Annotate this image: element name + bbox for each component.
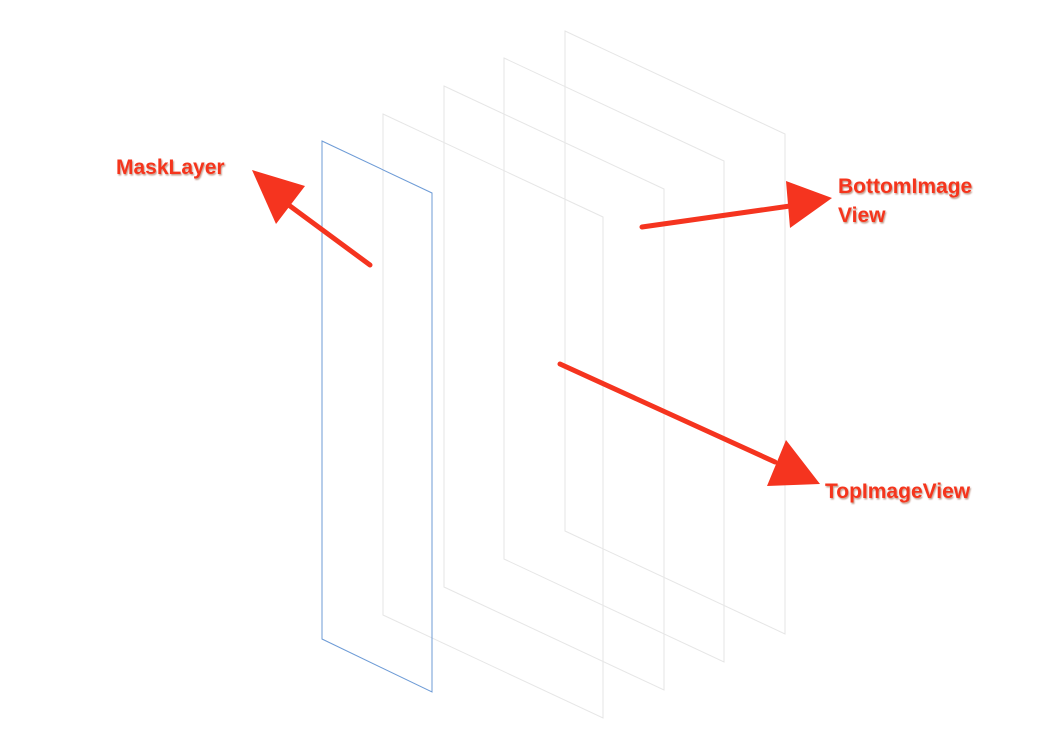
back-layer-4 bbox=[564, 30, 786, 635]
top-image-view-label: TopImageView bbox=[825, 480, 971, 503]
back-layer-3 bbox=[503, 57, 725, 663]
top-image-view-arrow bbox=[557, 361, 820, 486]
bottom-image-view-label-line2: View bbox=[838, 204, 886, 227]
bottom-image-view-arrow bbox=[639, 181, 832, 230]
mask-layer-label: MaskLayer bbox=[116, 156, 225, 179]
back-layer-2 bbox=[443, 85, 665, 691]
mask-layer-plane bbox=[321, 140, 433, 693]
top-image-view-layer bbox=[382, 113, 604, 719]
mask-layer-arrow bbox=[252, 170, 373, 268]
bottom-image-view-label-line1: BottomImage bbox=[838, 175, 972, 198]
